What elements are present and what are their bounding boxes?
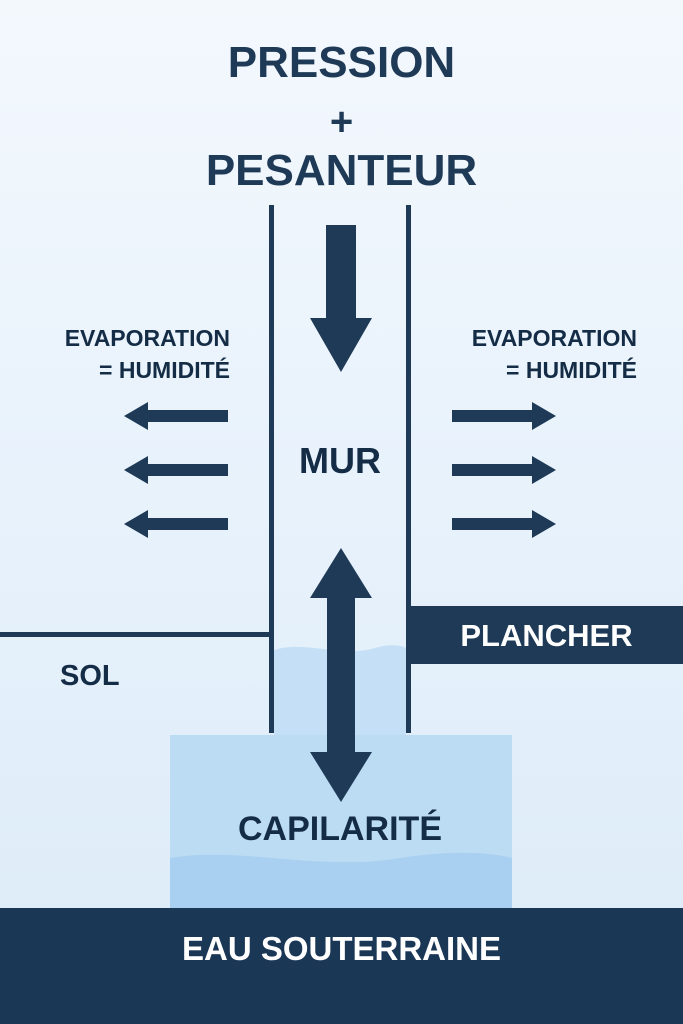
evaporation-right-line1: EVAPORATION [471, 325, 637, 351]
evaporation-arrow-right-1 [452, 402, 556, 430]
title-plus-sign: + [329, 100, 354, 144]
evaporation-arrow-left-1 [124, 402, 228, 430]
evaporation-left-line2: = HUMIDITÉ [99, 357, 230, 383]
wall-left-line [269, 205, 274, 733]
evaporation-arrow-left-2 [124, 456, 228, 484]
water-wave [170, 852, 512, 910]
title-pressure: PRESSION [227, 38, 456, 87]
evaporation-arrow-left-3 [124, 510, 228, 538]
groundwater-bar [0, 908, 683, 1024]
evaporation-arrow-right-3 [452, 510, 556, 538]
title-gravity: PESANTEUR [205, 146, 478, 195]
floor-label: PLANCHER [460, 618, 633, 653]
evaporation-label-left: EVAPORATION = HUMIDITÉ [30, 322, 230, 386]
ground-line [0, 632, 272, 637]
capillarity-double-arrow [310, 548, 372, 802]
floor-slab [410, 606, 683, 664]
evaporation-left-line1: EVAPORATION [64, 325, 230, 351]
groundwater-label: EAU SOUTERRAINE [181, 930, 502, 967]
capillarity-label: CAPILARITÉ [238, 810, 442, 848]
wall-right-line [406, 205, 411, 733]
evaporation-label-right: EVAPORATION = HUMIDITÉ [452, 322, 637, 386]
evaporation-right-line2: = HUMIDITÉ [506, 357, 637, 383]
wall-label: MUR [299, 440, 381, 481]
pressure-arrow-down [310, 225, 372, 372]
evaporation-arrow-right-2 [452, 456, 556, 484]
ground-label: SOL [60, 660, 120, 692]
